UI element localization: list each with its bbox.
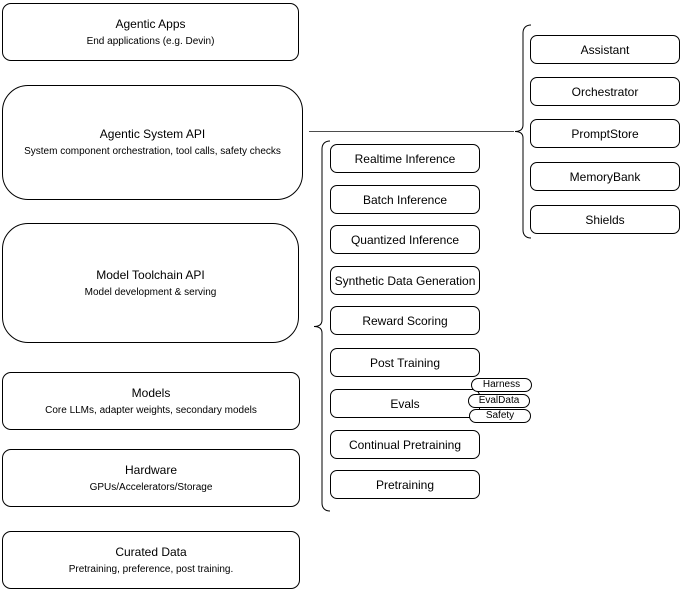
brace-toolchain <box>313 140 331 512</box>
node-agentic-apps: Agentic Apps End applications (e.g. Devi… <box>2 3 299 61</box>
node-models: Models Core LLMs, adapter weights, secon… <box>2 372 300 430</box>
node-title: Models <box>131 385 171 400</box>
node-subtitle: Core LLMs, adapter weights, secondary mo… <box>45 404 257 416</box>
node-model-toolchain-api: Model Toolchain API Model development & … <box>2 223 299 343</box>
node-continual-pretraining: Continual Pretraining <box>330 430 480 459</box>
tag-evaldata: EvalData <box>468 394 530 408</box>
node-pretraining: Pretraining <box>330 470 480 499</box>
node-reward-scoring: Reward Scoring <box>330 306 480 335</box>
node-realtime-inference: Realtime Inference <box>330 144 480 173</box>
node-subtitle: Pretraining, preference, post training. <box>68 563 234 575</box>
tag-harness: Harness <box>471 378 532 392</box>
node-memorybank: MemoryBank <box>530 162 680 191</box>
node-title: Agentic System API <box>99 127 206 141</box>
node-title: Agentic Apps <box>115 16 186 31</box>
node-subtitle: Model development & serving <box>84 286 217 298</box>
node-shields: Shields <box>530 205 680 234</box>
node-title: Hardware <box>124 462 178 477</box>
tag-safety: Safety <box>469 409 531 423</box>
node-assistant: Assistant <box>530 35 680 64</box>
brace-system-components <box>514 24 532 239</box>
node-subtitle: System component orchestration, tool cal… <box>24 146 281 157</box>
node-quantized-inference: Quantized Inference <box>330 225 480 254</box>
node-title: Model Toolchain API <box>96 267 205 282</box>
node-post-training: Post Training <box>330 348 480 377</box>
node-agentic-system-api: Agentic System API System component orch… <box>2 85 303 200</box>
node-batch-inference: Batch Inference <box>330 185 480 214</box>
node-title: Curated Data <box>115 544 187 559</box>
node-hardware: Hardware GPUs/Accelerators/Storage <box>2 449 300 507</box>
node-synthetic-data-generation: Synthetic Data Generation <box>330 266 480 295</box>
node-subtitle: End applications (e.g. Devin) <box>86 35 215 47</box>
node-subtitle: GPUs/Accelerators/Storage <box>89 481 213 493</box>
node-promptstore: PromptStore <box>530 119 680 148</box>
node-evals: Evals <box>330 389 480 418</box>
node-curated-data: Curated Data Pretraining, preference, po… <box>2 531 300 589</box>
node-orchestrator: Orchestrator <box>530 77 680 106</box>
